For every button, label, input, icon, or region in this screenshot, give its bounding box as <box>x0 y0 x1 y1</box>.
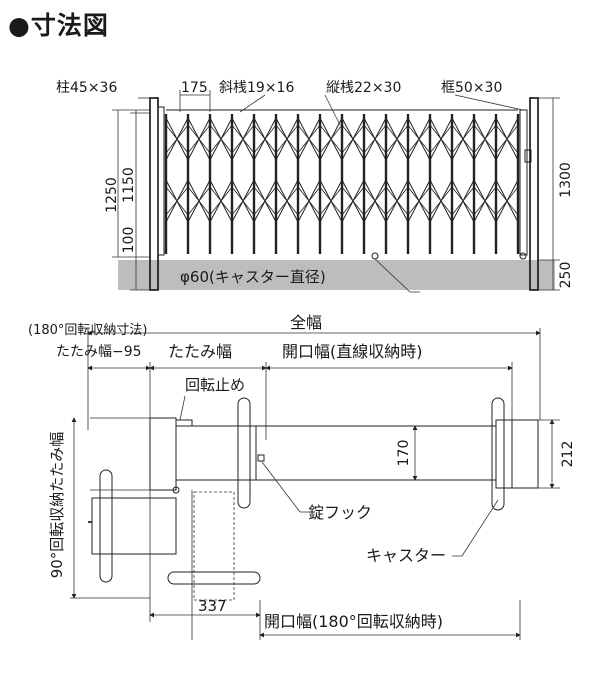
lattice-bar <box>209 186 233 216</box>
diagonal-label: 斜桟19×16 <box>219 80 294 96</box>
lattice-bar <box>473 186 497 216</box>
right-post-box <box>511 419 539 489</box>
lattice-bar <box>385 186 409 216</box>
caster-wheel-icon <box>371 252 379 260</box>
lattice-bar <box>231 124 255 154</box>
h250-label: 250 <box>558 262 574 289</box>
d212-label: 212 <box>560 441 576 468</box>
caster-icon <box>167 571 261 585</box>
lattice-bar <box>473 124 497 154</box>
right-frame <box>519 109 528 256</box>
lattice-bar <box>297 186 321 216</box>
lattice-bar <box>275 186 299 216</box>
elevation-view: 柱45×36 175 斜桟19×16 縦桟22×30 框50×30 1250 1… <box>56 80 574 293</box>
opening-straight-label: 開口幅(直線収納時) <box>282 342 423 361</box>
d170-label: 170 <box>396 440 412 467</box>
caster-icon <box>99 469 113 583</box>
page-title: ●寸法図 <box>8 11 109 40</box>
right-post <box>529 97 539 291</box>
lattice-bar <box>341 186 365 216</box>
gate-straight-section <box>255 425 497 481</box>
left-frame <box>157 106 165 256</box>
lattice-bar <box>231 186 255 216</box>
rotated-gate-90 <box>91 497 177 555</box>
lattice-bar <box>275 124 299 154</box>
lattice-bar <box>429 186 453 216</box>
plan-view: 全幅 (180°回転収納寸法) たたみ幅−95 たたみ幅 開口幅(直線収納時) … <box>28 313 576 640</box>
lock-hook-label: 錠フック <box>308 503 372 522</box>
lattice-bar <box>253 186 277 216</box>
lock-hook-icon <box>257 454 265 462</box>
lattice-bar <box>451 186 475 216</box>
rotation-stop-icon <box>175 419 193 427</box>
lattice-bar <box>363 186 387 216</box>
caster-leader <box>374 258 420 293</box>
rot-stop-label: 回転止め <box>185 376 245 394</box>
lattice-bar <box>165 186 189 216</box>
fold-minus-label: たたみ幅−95 <box>56 344 142 360</box>
vertical-label: 縦桟22×30 <box>326 80 401 96</box>
lattice-bar <box>407 186 431 216</box>
folded-gate-left <box>149 417 177 491</box>
lattice <box>164 109 520 254</box>
lattice-bar <box>187 186 211 216</box>
lattice-bar <box>385 124 409 154</box>
d337-label: 337 <box>198 597 227 615</box>
caster-diameter-label: φ60(キャスター直径) <box>180 268 326 286</box>
gate-folded-section <box>175 425 257 481</box>
lattice-bar <box>407 124 431 154</box>
lattice-bar <box>363 124 387 154</box>
caster-wheel-icon <box>519 252 527 260</box>
ground-band <box>118 260 555 290</box>
h1300-label: 1300 <box>558 162 574 198</box>
fold-width-label: たたみ幅 <box>168 342 232 361</box>
caster-label: キャスター <box>366 546 446 565</box>
lattice-bar <box>187 124 211 154</box>
lattice-bar <box>341 124 365 154</box>
rotated-gate-180-outline <box>193 491 235 601</box>
frame-label: 框50×30 <box>441 80 502 96</box>
rot-note-label: (180°回転収納寸法) <box>28 323 147 338</box>
lattice-bar <box>253 124 277 154</box>
lattice-bar <box>319 124 343 154</box>
caster-icon <box>237 397 251 509</box>
opening-rot-label: 開口幅(180°回転収納時) <box>264 612 443 631</box>
lattice-bar <box>209 124 233 154</box>
lattice-bar <box>495 124 519 154</box>
lattice-bar <box>451 124 475 154</box>
h1250-label: 1250 <box>104 177 120 213</box>
post-label: 柱45×36 <box>56 80 117 96</box>
lattice-bar <box>429 124 453 154</box>
lattice-bar <box>165 124 189 154</box>
latch <box>524 149 532 163</box>
total-width-label: 全幅 <box>290 313 322 332</box>
caster-icon <box>491 397 505 511</box>
pivot-icon <box>172 486 180 494</box>
lattice-bar <box>297 124 321 154</box>
lattice-bar <box>319 186 343 216</box>
pitch-label: 175 <box>181 80 208 96</box>
lattice-bar <box>495 186 519 216</box>
h1150-label: 1150 <box>121 167 137 203</box>
h100-label: 100 <box>121 227 137 254</box>
vertical-fold-label: 90°回転収納たたみ幅 <box>48 432 66 579</box>
